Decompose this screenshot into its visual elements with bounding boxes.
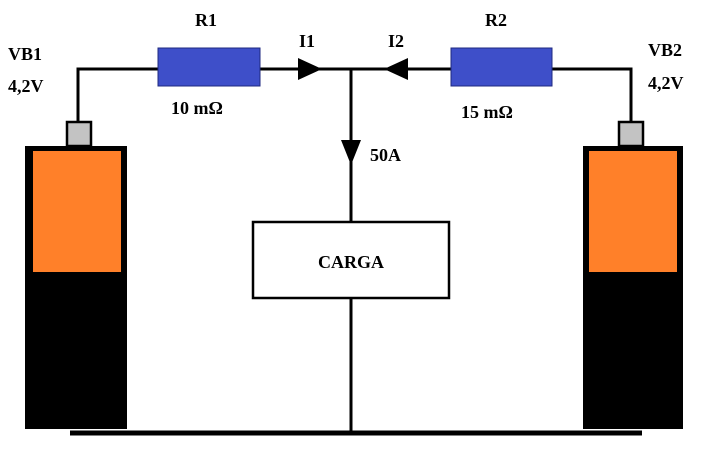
label-r2-name: R2	[485, 10, 507, 30]
battery-vb1-top	[33, 151, 121, 272]
label-vb1-voltage: 4,2V	[8, 76, 44, 96]
battery-vb1	[25, 120, 127, 429]
label-vb2-name: VB2	[648, 40, 682, 60]
label-current-load: 50A	[370, 145, 401, 165]
battery-vb2-terminal	[617, 120, 645, 148]
resistor-r2	[450, 47, 553, 87]
current-arrow-i1	[298, 58, 322, 80]
label-r1-value: 10 mΩ	[171, 98, 223, 118]
battery-vb2	[583, 120, 683, 429]
label-current-i2: I2	[388, 31, 404, 51]
resistor-r1	[157, 47, 261, 87]
label-vb1-name: VB1	[8, 44, 42, 64]
label-r2-value: 15 mΩ	[461, 102, 513, 122]
label-current-i1: I1	[299, 31, 315, 51]
label-r1-name: R1	[195, 10, 217, 30]
current-arrow-i2	[384, 58, 408, 80]
current-arrow-load	[341, 140, 361, 165]
battery-vb2-top	[589, 151, 677, 272]
wire-left-top	[76, 67, 158, 122]
battery-vb1-terminal	[65, 120, 93, 148]
label-vb2-voltage: 4,2V	[648, 73, 684, 93]
load-box	[251, 220, 451, 300]
wire-right-top	[552, 67, 633, 122]
wires	[76, 67, 633, 433]
label-load: CARGA	[318, 252, 384, 272]
